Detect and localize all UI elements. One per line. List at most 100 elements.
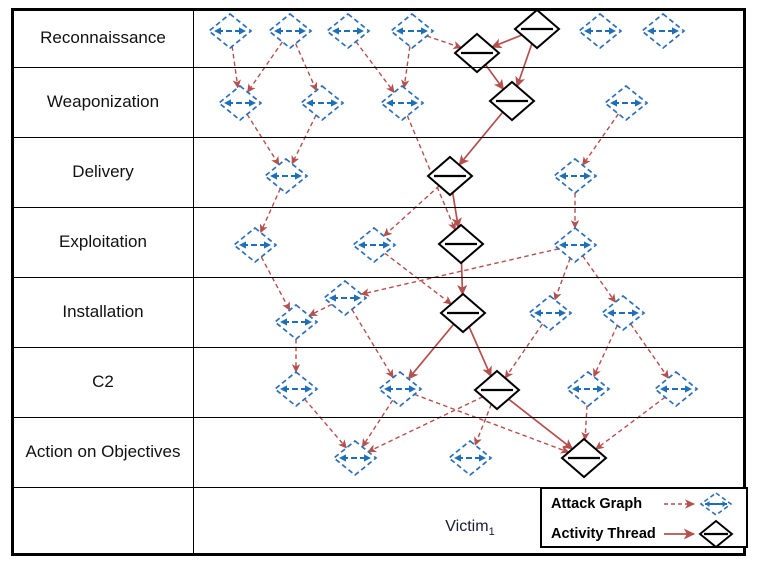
attack-graph-node-d3[interactable] bbox=[552, 157, 598, 195]
edge-solid-r6-to-w4 bbox=[515, 43, 533, 88]
activity-thread-node-d2[interactable] bbox=[426, 155, 474, 197]
node-arrow-head bbox=[559, 241, 566, 249]
node-arrow-head bbox=[306, 99, 313, 107]
activity-thread-node-i3[interactable] bbox=[439, 292, 487, 334]
node-arrow-head bbox=[249, 99, 256, 107]
edge-dashed-i4-to-c3 bbox=[504, 323, 544, 379]
legend-box: Attack Graph Activity Thread bbox=[540, 487, 748, 549]
edge-dashed-c2n-to-a1 bbox=[361, 399, 394, 448]
node-arrow-head bbox=[607, 309, 614, 317]
attack-graph-node-w3[interactable] bbox=[379, 84, 425, 122]
node-arrow-head bbox=[685, 385, 692, 393]
node-arrow-head bbox=[383, 241, 390, 249]
row-divider bbox=[11, 67, 746, 68]
attack-graph-node-r2[interactable] bbox=[267, 12, 313, 50]
node-arrow-head bbox=[409, 385, 416, 393]
legend-item-attack-graph: Attack Graph bbox=[542, 489, 746, 519]
node-arrow-head bbox=[584, 172, 591, 180]
edge-solid-c3-to-a3 bbox=[508, 398, 574, 450]
attack-graph-node-c1[interactable] bbox=[273, 370, 319, 408]
legend-item-activity-thread: Activity Thread bbox=[542, 519, 746, 549]
legend-art-attack-graph bbox=[664, 492, 733, 516]
attack-graph-node-c2n[interactable] bbox=[377, 370, 423, 408]
node-arrow-head bbox=[572, 385, 579, 393]
row-label-delivery: Delivery bbox=[72, 162, 134, 181]
node-arrow-head bbox=[384, 385, 391, 393]
node-arrow-head bbox=[331, 99, 338, 107]
node-arrow-head bbox=[357, 27, 364, 35]
attack-graph-node-i5[interactable] bbox=[600, 294, 646, 332]
row-divider bbox=[11, 417, 746, 418]
row-divider bbox=[11, 487, 746, 488]
attack-graph-node-w1[interactable] bbox=[217, 84, 263, 122]
edge-solid-d2-to-e3 bbox=[451, 192, 462, 229]
attack-graph-node-e2[interactable] bbox=[351, 226, 397, 264]
attack-graph-node-i1[interactable] bbox=[273, 303, 319, 341]
node-arrow-head bbox=[280, 385, 287, 393]
legend-label-attack-graph: Attack Graph bbox=[551, 496, 643, 512]
node-arrow-head bbox=[660, 385, 667, 393]
edge-dashed-c2n-to-a3 bbox=[414, 393, 570, 454]
attack-graph-node-r3[interactable] bbox=[325, 12, 371, 50]
row-divider bbox=[11, 137, 746, 138]
edge-solid-w4-to-d2 bbox=[458, 111, 504, 166]
node-arrow-head bbox=[329, 294, 336, 302]
row-label-weaponization: Weaponization bbox=[46, 92, 160, 111]
row-label-exploitation: Exploitation bbox=[59, 232, 147, 251]
edge-dashed-e4-to-i2 bbox=[360, 248, 559, 297]
edge-dashed-r4-to-w3 bbox=[401, 46, 411, 89]
node-arrow-head bbox=[632, 309, 639, 317]
activity-thread-node-e3[interactable] bbox=[437, 223, 485, 265]
label-column-divider bbox=[193, 8, 194, 553]
node-arrow-head bbox=[239, 241, 246, 249]
node-arrow-head bbox=[305, 385, 312, 393]
edge-dashed-r1-to-w1 bbox=[231, 46, 241, 89]
node-arrow-head bbox=[358, 241, 365, 249]
attack-graph-node-r4[interactable] bbox=[389, 12, 435, 50]
edge-dashed-i5-to-c4 bbox=[593, 325, 618, 378]
attack-graph-node-a2[interactable] bbox=[447, 439, 493, 477]
attack-graph-node-r8[interactable] bbox=[640, 12, 686, 50]
attack-graph-node-w2[interactable] bbox=[299, 84, 345, 122]
edge-dashed-e2-to-i3 bbox=[384, 252, 452, 305]
edge-dashed-i2-to-c2n bbox=[351, 309, 394, 379]
node-arrow-head bbox=[332, 27, 339, 35]
node-arrow-head bbox=[559, 172, 566, 180]
edge-solid-i3-to-c2n bbox=[407, 323, 455, 380]
attack-graph-node-a1[interactable] bbox=[332, 439, 378, 477]
activity-thread-node-w4[interactable] bbox=[488, 80, 536, 122]
activity-thread-node-r6[interactable] bbox=[513, 8, 561, 50]
activity-thread-node-c3[interactable] bbox=[473, 369, 521, 411]
row-divider bbox=[11, 207, 746, 208]
activity-thread-node-r5[interactable] bbox=[453, 32, 501, 74]
attack-graph-node-r7[interactable] bbox=[577, 12, 623, 50]
victim-label: Victim1 bbox=[400, 518, 540, 538]
edge-solid-i3-to-c3 bbox=[468, 326, 492, 378]
edge-dashed-c3-to-a1 bbox=[367, 396, 484, 453]
node-arrow-head bbox=[299, 27, 306, 35]
node-arrow-head bbox=[534, 309, 541, 317]
row-label-c2: C2 bbox=[92, 372, 114, 391]
legend-art-activity-thread bbox=[664, 519, 734, 549]
node-arrow-head bbox=[411, 99, 418, 107]
node-arrow-head bbox=[609, 27, 616, 35]
edge-dashed-r4-to-r5 bbox=[426, 35, 462, 50]
edge-dashed-i2-to-i1 bbox=[308, 303, 333, 317]
node-arrow-head bbox=[364, 454, 371, 462]
edge-dashed-e1-to-i1 bbox=[260, 256, 291, 311]
attack-graph-node-d1[interactable] bbox=[263, 157, 309, 195]
attack-graph-node-i2[interactable] bbox=[322, 279, 368, 317]
node-arrow-head bbox=[239, 27, 246, 35]
edge-dashed-c5-to-a3 bbox=[595, 396, 666, 450]
row-label-reconnaissance: Reconnaissance bbox=[40, 27, 166, 47]
attack-graph-node-e4[interactable] bbox=[552, 226, 598, 264]
attack-graph-node-e1[interactable] bbox=[232, 226, 278, 264]
attack-graph-node-c4[interactable] bbox=[565, 370, 611, 408]
attack-graph-node-r1[interactable] bbox=[207, 12, 253, 50]
attack-graph-node-w5[interactable] bbox=[603, 84, 649, 122]
attack-graph-node-i4[interactable] bbox=[527, 294, 573, 332]
attack-graph-node-c5[interactable] bbox=[653, 370, 699, 408]
row-label-footer-row bbox=[14, 487, 192, 553]
activity-thread-node-a3[interactable] bbox=[560, 437, 608, 479]
